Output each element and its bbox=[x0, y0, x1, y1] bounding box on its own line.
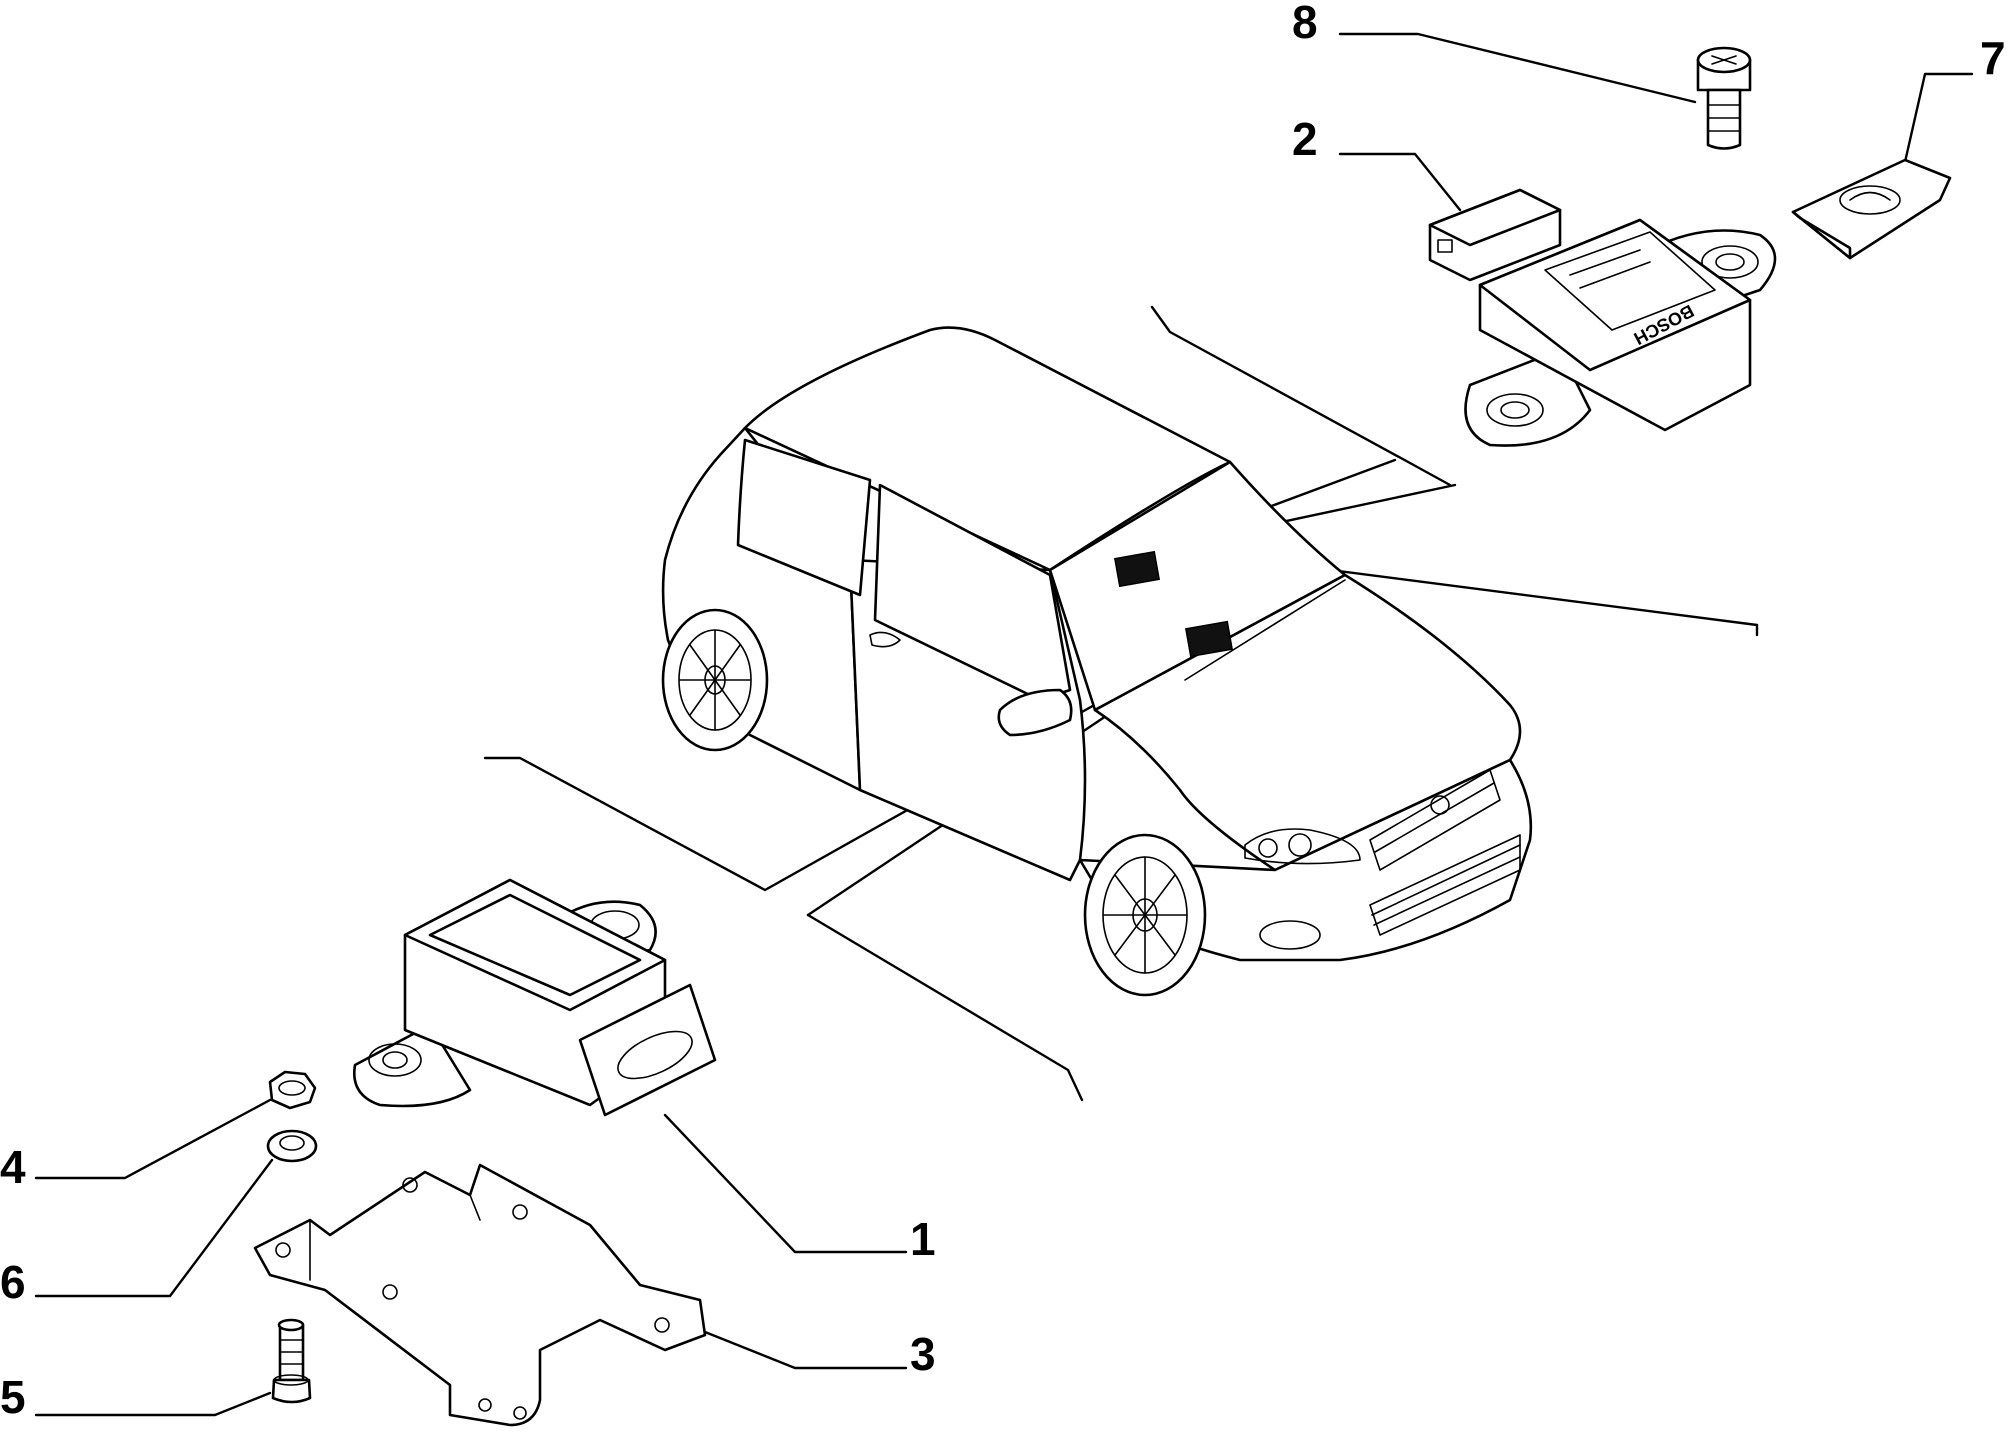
sensor-location-lower bbox=[1185, 620, 1233, 658]
leader-8 bbox=[1338, 32, 1697, 104]
part-8-bolt bbox=[1696, 46, 1752, 150]
part-6-washer bbox=[266, 1129, 318, 1163]
leader-6 bbox=[34, 1158, 274, 1298]
car-illustration bbox=[661, 326, 1533, 997]
part-3-bracket bbox=[253, 1163, 707, 1427]
rear-wheel bbox=[661, 608, 769, 752]
callout-6: 6 bbox=[0, 1256, 26, 1308]
leader-3 bbox=[698, 1328, 908, 1370]
leader-lines bbox=[34, 32, 1974, 1417]
callout-3: 3 bbox=[910, 1328, 936, 1380]
callout-2: 2 bbox=[1292, 113, 1318, 165]
leader-7 bbox=[1903, 72, 1974, 164]
callout-7: 7 bbox=[1980, 32, 2006, 84]
part-4-nut bbox=[268, 1070, 317, 1110]
part-7-clip bbox=[1791, 158, 1952, 260]
sensor-location-upper bbox=[1114, 550, 1160, 588]
callout-8: 8 bbox=[1292, 0, 1318, 48]
leader-4 bbox=[34, 1098, 272, 1180]
callout-5: 5 bbox=[0, 1371, 26, 1423]
leader-1 bbox=[663, 1113, 908, 1254]
part-1-sensor bbox=[352, 878, 717, 1117]
leader-2 bbox=[1338, 152, 1462, 212]
part-5-bolt bbox=[271, 1318, 312, 1404]
callout-1: 1 bbox=[910, 1213, 936, 1265]
part-2-sensor: BOSCH bbox=[1428, 188, 1777, 447]
callout-4: 4 bbox=[0, 1141, 26, 1193]
leader-5 bbox=[34, 1391, 272, 1417]
front-wheel bbox=[1083, 833, 1207, 997]
